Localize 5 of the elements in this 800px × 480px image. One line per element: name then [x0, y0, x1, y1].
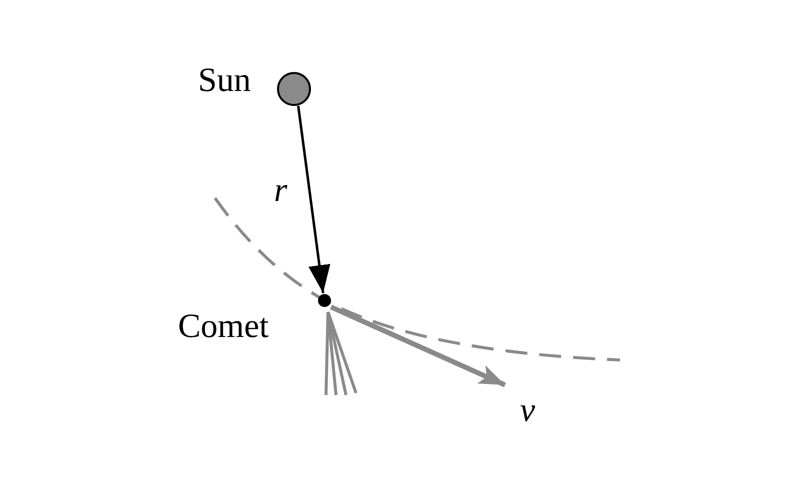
velocity-label: v	[520, 392, 536, 430]
arrow	[297, 106, 330, 294]
sun-label: Sun	[198, 62, 251, 100]
edge-label: r	[274, 172, 288, 210]
comet-label: Comet	[178, 308, 269, 346]
